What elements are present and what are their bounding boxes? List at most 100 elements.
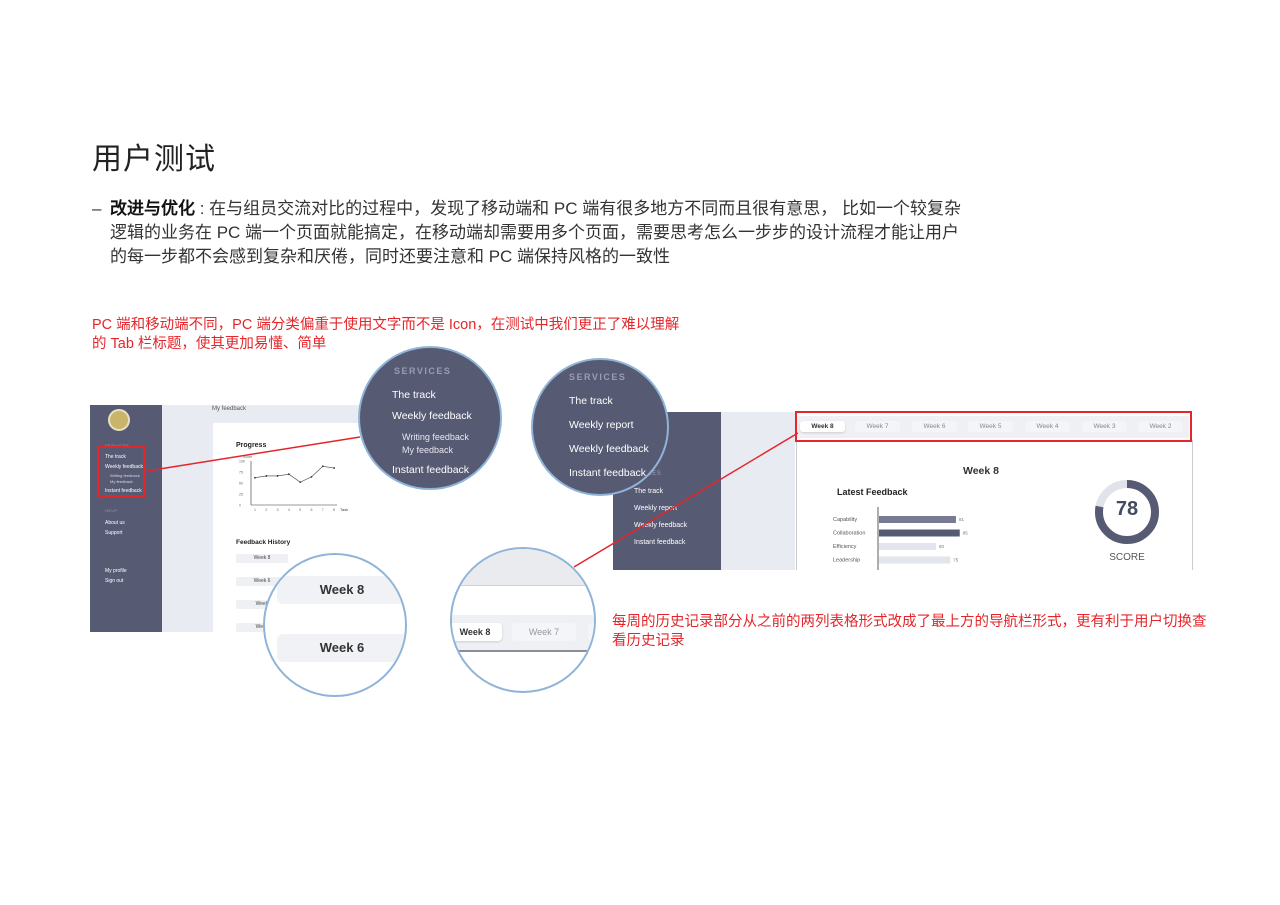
progress-point: [254, 476, 256, 479]
nav-the-track[interactable]: The track: [634, 488, 664, 495]
services-header: SERVICES: [394, 366, 452, 376]
history-item[interactable]: Week: [236, 600, 288, 609]
nav-instant-feedback[interactable]: Instant feedback: [392, 464, 470, 476]
nav-my-feedback[interactable]: My feedback: [402, 445, 454, 455]
week-tab[interactable]: Week 5: [968, 421, 1013, 432]
nav-writing-feedback[interactable]: Writing feedback: [402, 432, 469, 442]
progress-title: Progress: [236, 442, 267, 449]
x-tick: 2: [265, 508, 267, 512]
bullet-label: 改进与优化: [110, 199, 195, 218]
topbar-title: My feedback: [212, 406, 247, 412]
week-tab[interactable]: Week 4: [1025, 421, 1070, 432]
feedback-bar: [879, 556, 951, 564]
y-tick: 100: [239, 460, 245, 464]
latest-feedback-title: Latest Feedback: [837, 487, 908, 497]
x-tick: 8: [333, 508, 335, 512]
y-tick: 25: [239, 493, 243, 497]
progress-point: [310, 475, 313, 478]
progress-line: [254, 465, 335, 483]
bullet-text: : 在与组员交流对比的过程中，发现了移动端和 PC 端有很多地方不同而且很有意思…: [110, 199, 961, 266]
nav-my-profile[interactable]: My profile: [105, 568, 127, 574]
week-tab[interactable]: Week 8: [452, 623, 502, 641]
page-title: 用户测试: [92, 143, 216, 176]
nav-the-track[interactable]: The track: [105, 454, 126, 460]
x-tick: 4: [288, 508, 290, 512]
history-item[interactable]: Week 8: [277, 576, 405, 604]
week-tab-partial[interactable]: [588, 623, 594, 641]
bar-value: 81: [959, 517, 965, 522]
week-tab[interactable]: Week 8: [800, 421, 845, 432]
y-tick: 75: [239, 471, 243, 475]
history-title: Feedback History: [236, 539, 291, 546]
history-item[interactable]: Week 6: [277, 634, 405, 662]
sidebar: [90, 405, 162, 632]
progress-point: [321, 465, 324, 468]
progress-point: [288, 473, 290, 476]
nav-the-track[interactable]: The track: [569, 395, 613, 407]
nav-about-us[interactable]: About us: [105, 520, 125, 526]
feedback-bar: [879, 516, 956, 523]
bar-label: Leadership: [833, 558, 860, 564]
progress-point: [333, 467, 335, 469]
x-tick: 5: [299, 508, 301, 512]
y-tick: 50: [239, 482, 243, 486]
avatar[interactable]: [108, 409, 130, 431]
week-tab[interactable]: Week 6: [912, 421, 957, 432]
highlight-box: [795, 411, 1192, 442]
bar-label: Efficiency: [833, 544, 857, 550]
nav-weekly-feedback[interactable]: Weekly feedback: [569, 443, 649, 455]
services-header: SERVICES: [569, 372, 627, 382]
history-item[interactable]: Week: [236, 623, 288, 632]
nav-sign-out[interactable]: Sign out: [105, 578, 124, 584]
help-header: HELP: [105, 508, 118, 513]
nav-weekly-feedback[interactable]: Weekly feedback: [105, 464, 143, 470]
nav-support[interactable]: Support: [105, 530, 123, 536]
score-value: 78: [1115, 498, 1139, 520]
zoom-new-weeks: Week 8 Week 7: [450, 547, 596, 693]
zoom-new-nav: SERVICES The track Weekly report Weekly …: [531, 358, 669, 496]
content-gap: [721, 412, 795, 570]
nav-my-feedback[interactable]: My feedback: [110, 479, 133, 484]
x-tick: 6: [311, 508, 313, 512]
nav-weekly-feedback[interactable]: Weekly feedback: [634, 522, 688, 529]
bar-value: 75: [953, 558, 959, 563]
highlight-box: [97, 446, 145, 497]
nav-writing-feedback[interactable]: Writing feedback: [110, 473, 140, 478]
bar-label: Collaboration: [833, 531, 865, 537]
feedback-bar: [879, 543, 936, 550]
nav-weekly-report[interactable]: Weekly report: [569, 419, 634, 431]
week-tab[interactable]: Week 2: [1138, 421, 1183, 432]
nav-instant-feedback[interactable]: Instant feedback: [634, 539, 686, 546]
nav-weekly-feedback[interactable]: Weekly feedback: [392, 410, 472, 422]
progress-point: [265, 475, 268, 477]
history-item[interactable]: Week 8: [236, 554, 288, 563]
week-tab[interactable]: Week 3: [1082, 421, 1127, 432]
week-tab[interactable]: Week 7: [512, 623, 576, 641]
note-right: 每周的历史记录部分从之前的两列表格形式改成了最上方的导航栏形式，更有利于用户切换…: [612, 614, 1207, 649]
x-tick: 1: [254, 508, 256, 512]
nav-instant-feedback[interactable]: Instant feedback: [569, 467, 647, 479]
score-ring: [1095, 480, 1159, 544]
bar-label: Capability: [833, 517, 857, 523]
week-title: Week 8: [963, 465, 999, 477]
bullet-dash: –: [92, 199, 102, 218]
progress-point: [299, 481, 302, 484]
nav-weekly-report[interactable]: Weekly report: [634, 505, 678, 512]
nav-the-track[interactable]: The track: [392, 389, 436, 401]
score-arc: [1095, 480, 1159, 544]
zoom-old-nav: SERVICES The track Weekly feedback Writi…: [358, 346, 502, 490]
bar-value: 60: [939, 544, 945, 549]
week-tab[interactable]: Week 7: [855, 421, 900, 432]
y-tick: 0: [239, 504, 241, 508]
top-bar: My feedback: [162, 405, 360, 420]
nav-instant-feedback[interactable]: Instant feedback: [105, 488, 142, 494]
feedback-bar: [879, 529, 960, 537]
zoom-old-history: Week 8 Week 6: [263, 553, 407, 697]
progress-point: [276, 475, 279, 477]
x-tick: 3: [277, 508, 279, 512]
history-item[interactable]: Week 6: [236, 577, 288, 586]
y-axis-label: Score: [243, 455, 252, 459]
zoom-header-strip: [452, 549, 594, 586]
